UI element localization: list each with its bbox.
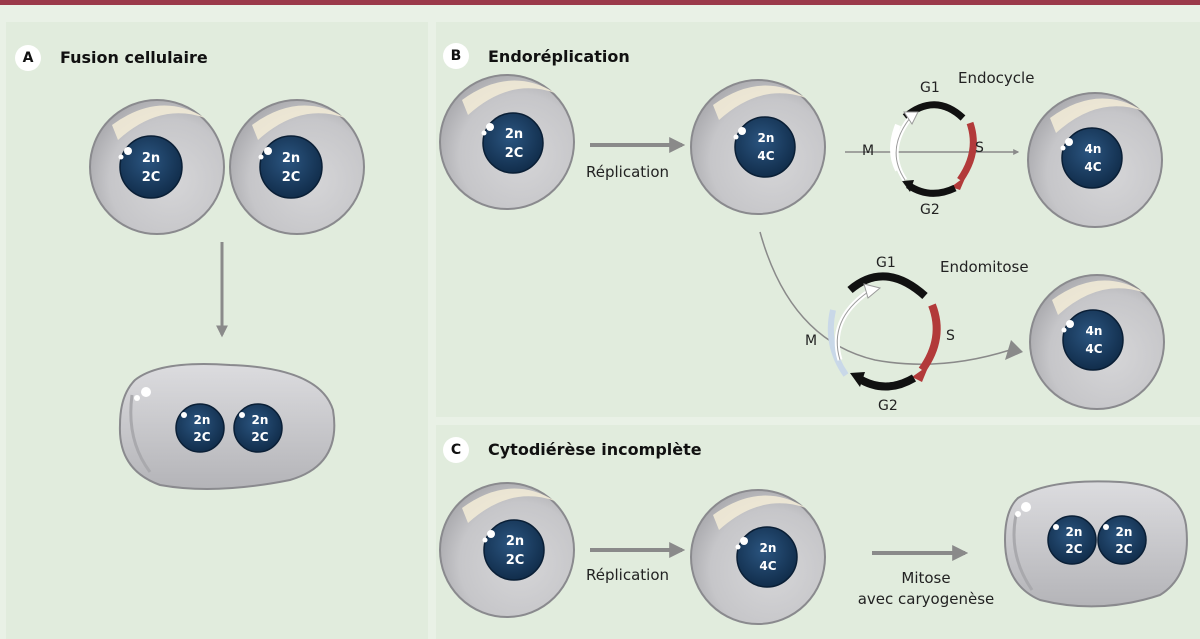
cell-a1: 2n 2C	[89, 99, 225, 235]
endomitose-m-arc	[827, 309, 849, 377]
final-nucleus-1: 2n 2C	[1047, 515, 1097, 565]
endomitose-result-dna: 4C	[1085, 342, 1102, 356]
panel-b-title: Endoréplication	[488, 47, 630, 66]
cell-c-replicated: 2n 4C	[690, 489, 826, 625]
panel-b-badge: B	[443, 43, 469, 69]
endomitose-title: Endomitose	[940, 258, 1029, 276]
endomitose-g2-label: G2	[878, 398, 898, 414]
cell-c-replicated-dna: 4C	[759, 559, 776, 573]
panel-c-badge: C	[443, 437, 469, 463]
endocycle-g2-label: G2	[920, 202, 940, 218]
fused-nucleus-2: 2n 2C	[233, 403, 283, 453]
endocycle-s-label: S	[975, 140, 984, 156]
final-nucleus-2-dna: 2C	[1115, 542, 1132, 556]
endomitose-g2-arc	[855, 374, 917, 391]
endocycle-result-ploidy: 4n	[1085, 142, 1102, 156]
fused-nucleus-2-ploidy: 2n	[252, 413, 269, 427]
endomitose-result-ploidy: 4n	[1086, 324, 1103, 338]
endocycle-result-dna: 4C	[1084, 160, 1101, 174]
cell-b-replicated-ploidy: 2n	[758, 131, 775, 145]
cell-a2-ploidy: 2n	[282, 151, 300, 166]
fused-nucleus-1-dna: 2C	[193, 430, 210, 444]
cell-endocycle-result: 4n 4C	[1027, 92, 1163, 228]
cell-c-start-dna: 2C	[506, 553, 525, 568]
fused-nucleus-1: 2n 2C	[175, 403, 225, 453]
cell-endomitose-result: 4n 4C	[1029, 274, 1165, 410]
endocycle-m-label: M	[862, 143, 874, 159]
final-nucleus-1-dna: 2C	[1065, 542, 1082, 556]
panel-a-badge: A	[15, 45, 41, 71]
top-bar	[0, 0, 1200, 5]
panel-a-title: Fusion cellulaire	[60, 48, 208, 67]
cell-b-start-dna: 2C	[505, 146, 524, 161]
cell-a2: 2n 2C	[229, 99, 365, 235]
fused-nucleus-1-ploidy: 2n	[194, 413, 211, 427]
endomitose-g1-label: G1	[876, 255, 896, 271]
endomitose-m-label: M	[805, 333, 817, 349]
endocycle-title: Endocycle	[958, 69, 1034, 87]
final-nucleus-2: 2n 2C	[1097, 515, 1147, 565]
cell-c-replicated-ploidy: 2n	[760, 541, 777, 555]
endomitose-g1-arc	[847, 272, 928, 300]
fused-cell: 2n 2C 2n 2C	[118, 363, 336, 490]
mitosis-label-line2: avec caryogenèse	[858, 590, 995, 608]
endocycle-g2-arc	[906, 182, 957, 197]
cell-b-start: 2n 2C	[439, 74, 575, 210]
cell-a1-dna: 2C	[142, 170, 161, 185]
endocycle-s-arc	[957, 121, 977, 183]
fused-nucleus-2-dna: 2C	[251, 430, 268, 444]
endomitose-s-label: S	[946, 328, 955, 344]
cell-c-final: 2n 2C 2n 2C	[1003, 480, 1188, 608]
endocycle-g1-label: G1	[920, 80, 940, 96]
endomitose-s-arc	[918, 303, 941, 373]
cell-b-replicated-dna: 4C	[757, 149, 774, 163]
endomitose-path	[759, 231, 1011, 365]
cell-b-start-ploidy: 2n	[505, 127, 523, 142]
mitosis-label-line1: Mitose	[901, 569, 950, 587]
replication-label-c: Réplication	[586, 566, 669, 584]
cell-b-replicated: 2n 4C	[690, 79, 826, 215]
endomitose-path-head	[1005, 340, 1023, 360]
cell-c-start: 2n 2C	[439, 482, 575, 618]
endocycle-cycle	[890, 101, 977, 197]
final-nucleus-1-ploidy: 2n	[1066, 525, 1083, 539]
cell-a2-dna: 2C	[282, 170, 301, 185]
panel-c-title: Cytodiérèse incomplète	[488, 440, 702, 459]
replication-label-b: Réplication	[586, 163, 669, 181]
final-nucleus-2-ploidy: 2n	[1116, 525, 1133, 539]
cell-c-start-ploidy: 2n	[506, 534, 524, 549]
endomitose-cycle	[827, 272, 941, 391]
cell-a1-ploidy: 2n	[142, 151, 160, 166]
